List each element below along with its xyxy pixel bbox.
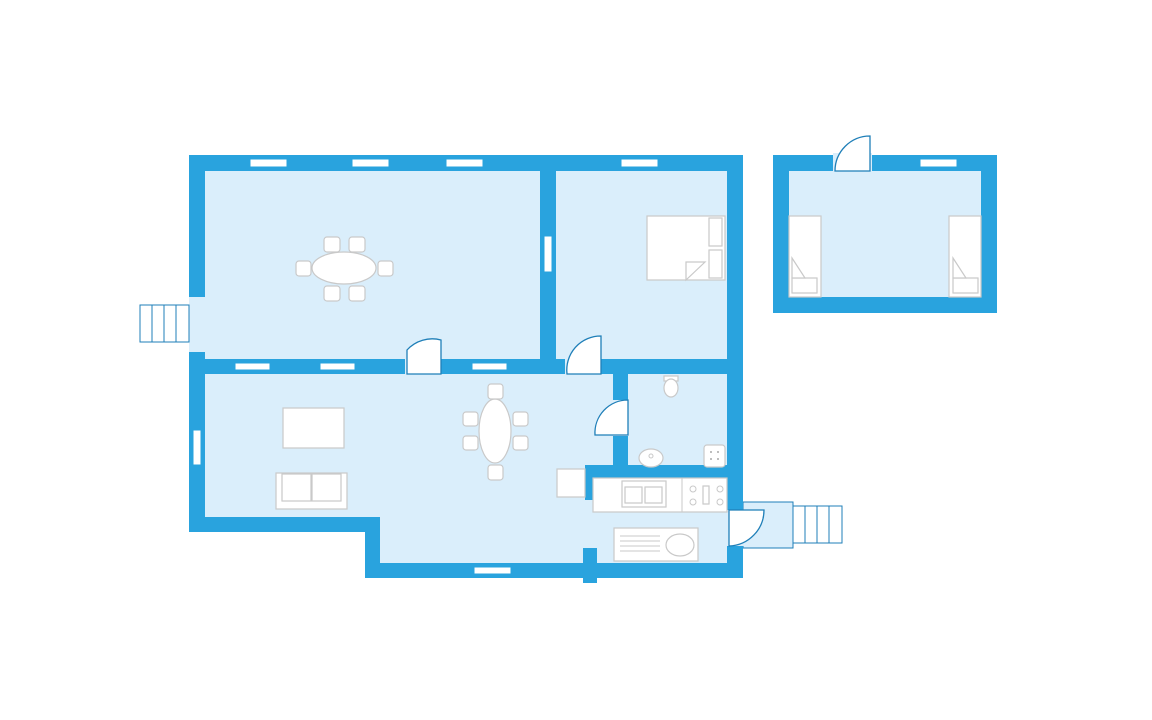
window (445, 158, 484, 168)
side-table (556, 468, 586, 498)
coffee-table (282, 407, 345, 449)
door (566, 335, 602, 375)
windows (192, 158, 958, 575)
window (234, 362, 271, 371)
window (543, 235, 553, 273)
single-bed-right (948, 215, 982, 298)
toilet (663, 375, 679, 398)
door (406, 338, 442, 375)
dining-set-lower (462, 383, 529, 481)
window (471, 362, 508, 371)
window (620, 158, 659, 168)
door (594, 399, 629, 436)
door (834, 135, 871, 172)
window (319, 362, 356, 371)
sofa (275, 472, 348, 510)
window (351, 158, 390, 168)
kitchen-counter (592, 477, 728, 513)
shower-tray (703, 444, 726, 468)
dining-set-upper (295, 236, 394, 302)
bathroom-sink (638, 448, 664, 468)
window (192, 429, 202, 466)
window (919, 158, 958, 168)
doors (405, 135, 872, 547)
stairs-left (139, 304, 190, 343)
single-bed-left (788, 215, 822, 298)
stairs-right (792, 505, 843, 544)
double-bed (646, 215, 726, 282)
door (728, 509, 765, 547)
window (249, 158, 288, 168)
window (473, 566, 512, 575)
kitchen-sink-unit (613, 527, 699, 562)
